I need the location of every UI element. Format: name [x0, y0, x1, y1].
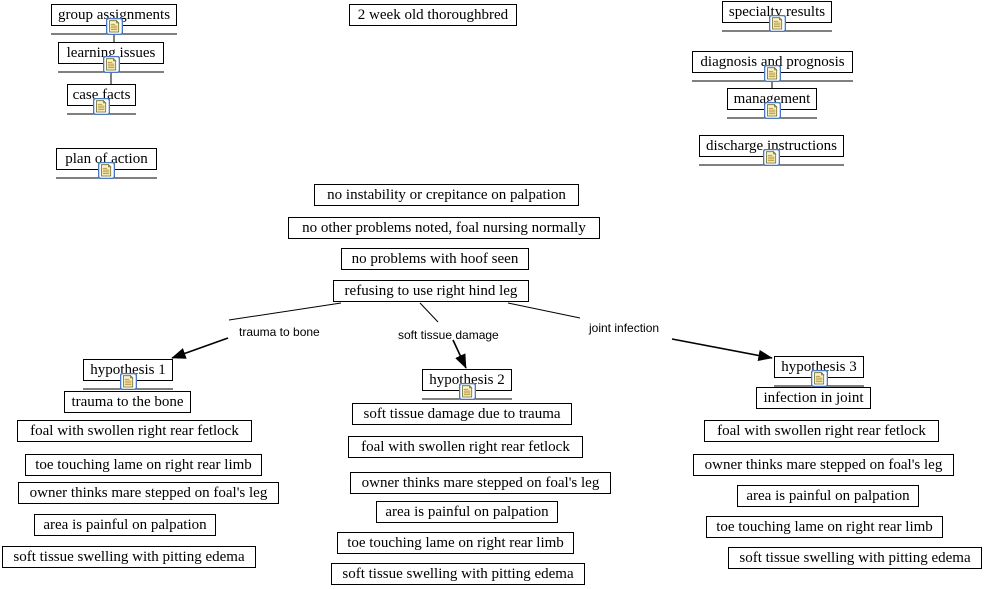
- arrow-hypothesis-2: [452, 339, 467, 369]
- edge-mid-upper: [419, 302, 439, 323]
- node-label: soft tissue swelling with pitting edema: [739, 549, 971, 566]
- node-label: toe touching lame on right rear limb: [716, 518, 933, 535]
- node-case-facts[interactable]: case facts: [67, 84, 136, 106]
- node-label: soft tissue swelling with pitting edema: [342, 565, 574, 582]
- node-h2-fetlock[interactable]: foal with swollen right rear fetlock: [348, 436, 583, 458]
- node-label: hypothesis 2: [429, 371, 505, 388]
- node-h2-toe[interactable]: toe touching lame on right rear limb: [337, 532, 574, 554]
- node-label: foal with swollen right rear fetlock: [361, 438, 570, 455]
- node-specialty-results[interactable]: specialty results: [722, 1, 832, 23]
- node-label: owner thinks mare stepped on foal's leg: [361, 474, 600, 491]
- node-h3-painful[interactable]: area is painful on palpation: [737, 485, 919, 507]
- node-thoroughbred[interactable]: 2 week old thoroughbred: [349, 4, 517, 26]
- node-label: specialty results: [728, 3, 826, 20]
- node-refusing-leg[interactable]: refusing to use right hind leg: [333, 280, 529, 302]
- node-h3-swelling[interactable]: soft tissue swelling with pitting edema: [728, 547, 982, 569]
- arrow-hypothesis-3: [671, 338, 773, 361]
- document-icon[interactable]: [93, 98, 110, 115]
- node-h1-fetlock[interactable]: foal with swollen right rear fetlock: [17, 420, 252, 442]
- node-h3-toe[interactable]: toe touching lame on right rear limb: [706, 516, 943, 538]
- node-label: management: [733, 90, 811, 107]
- document-icon[interactable]: [103, 56, 120, 73]
- document-icon[interactable]: [98, 162, 115, 179]
- icon-rail-lines: [51, 30, 864, 400]
- node-group-assignments[interactable]: group assignments: [51, 4, 177, 26]
- node-no-other-problems[interactable]: no other problems noted, foal nursing no…: [288, 217, 600, 239]
- node-h2-swelling[interactable]: soft tissue swelling with pitting edema: [331, 563, 585, 585]
- node-label: toe touching lame on right rear limb: [347, 534, 564, 551]
- node-label: no other problems noted, foal nursing no…: [302, 219, 586, 236]
- edge-label-joint-infection-label: joint infection: [589, 321, 660, 335]
- node-label: foal with swollen right rear fetlock: [717, 422, 926, 439]
- document-icon[interactable]: [106, 18, 123, 35]
- node-label: no instability or crepitance on palpatio…: [327, 186, 566, 203]
- node-discharge[interactable]: discharge instructions: [699, 135, 844, 157]
- node-label: no problems with hoof seen: [351, 250, 519, 267]
- node-no-instability[interactable]: no instability or crepitance on palpatio…: [314, 184, 579, 206]
- edge-right-upper: [507, 302, 581, 319]
- node-label: toe touching lame on right rear limb: [35, 456, 252, 473]
- node-label: owner thinks mare stepped on foal's leg: [704, 456, 943, 473]
- node-label: area is painful on palpation: [385, 503, 549, 520]
- node-label: case facts: [72, 86, 131, 103]
- document-icon[interactable]: [120, 373, 137, 390]
- node-label: soft tissue damage due to trauma: [363, 405, 561, 422]
- document-icon[interactable]: [769, 15, 786, 32]
- node-plan-of-action[interactable]: plan of action: [56, 148, 157, 170]
- node-no-hoof-problems[interactable]: no problems with hoof seen: [341, 248, 529, 270]
- edge-label-soft-tissue-damage-label: soft tissue damage: [398, 328, 499, 342]
- node-label: 2 week old thoroughbred: [357, 6, 509, 23]
- node-h2-owner[interactable]: owner thinks mare stepped on foal's leg: [350, 472, 611, 494]
- node-trauma-to-the-bone[interactable]: trauma to the bone: [64, 391, 191, 413]
- node-label: owner thinks mare stepped on foal's leg: [29, 484, 268, 501]
- node-label: infection in joint: [763, 389, 864, 406]
- node-label: refusing to use right hind leg: [344, 282, 518, 299]
- node-h1-painful[interactable]: area is painful on palpation: [34, 514, 216, 536]
- node-label: group assignments: [57, 6, 171, 23]
- node-infection-in-joint[interactable]: infection in joint: [756, 387, 871, 409]
- node-label: diagnosis and prognosis: [700, 53, 845, 70]
- node-h1-swelling[interactable]: soft tissue swelling with pitting edema: [2, 546, 256, 568]
- node-label: trauma to the bone: [71, 393, 184, 410]
- node-label: foal with swollen right rear fetlock: [30, 422, 239, 439]
- document-icon[interactable]: [811, 370, 828, 387]
- node-soft-tissue-trauma[interactable]: soft tissue damage due to trauma: [352, 403, 572, 425]
- node-label: area is painful on palpation: [746, 487, 910, 504]
- node-learning-issues[interactable]: learning issues: [58, 42, 164, 64]
- document-icon[interactable]: [764, 65, 781, 82]
- node-label: area is painful on palpation: [43, 516, 207, 533]
- node-label: plan of action: [65, 150, 148, 167]
- node-h1-toe[interactable]: toe touching lame on right rear limb: [25, 454, 262, 476]
- arrow-hypothesis-1: [171, 337, 229, 359]
- node-h3-owner[interactable]: owner thinks mare stepped on foal's leg: [693, 454, 954, 476]
- edge-label-trauma-to-bone-label: trauma to bone: [239, 325, 320, 339]
- node-h2-painful[interactable]: area is painful on palpation: [376, 501, 558, 523]
- node-diagnosis-prognosis[interactable]: diagnosis and prognosis: [692, 51, 853, 73]
- node-label: learning issues: [66, 44, 156, 61]
- node-h3-fetlock[interactable]: foal with swollen right rear fetlock: [704, 420, 939, 442]
- node-label: hypothesis 1: [90, 361, 166, 378]
- node-label: soft tissue swelling with pitting edema: [13, 548, 245, 565]
- node-label: hypothesis 3: [781, 358, 857, 375]
- document-icon[interactable]: [459, 383, 476, 400]
- node-label: discharge instructions: [706, 137, 837, 154]
- node-h1-owner[interactable]: owner thinks mare stepped on foal's leg: [18, 482, 279, 504]
- document-icon[interactable]: [763, 149, 780, 166]
- edge-left-upper: [228, 302, 342, 321]
- document-icon[interactable]: [764, 102, 781, 119]
